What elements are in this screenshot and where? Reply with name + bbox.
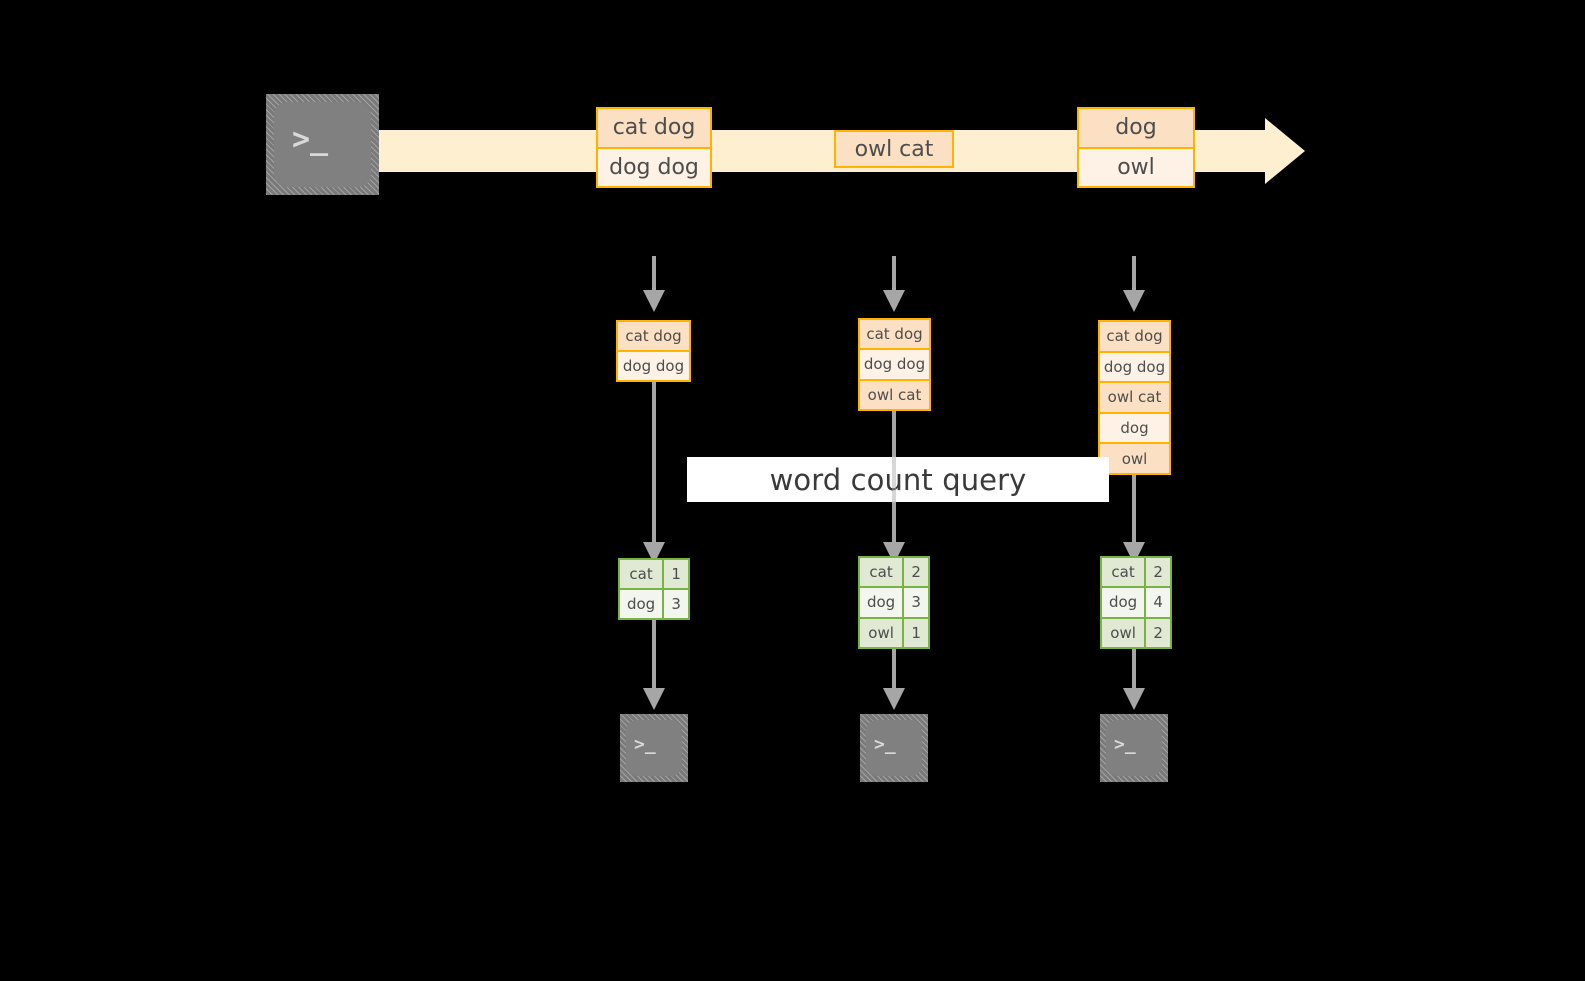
result-word: dog [860, 588, 905, 617]
stream-record-2: owl cat [834, 130, 954, 168]
result-count: 2 [1153, 623, 1163, 642]
stream-arrow-head [1265, 118, 1305, 184]
result-word: owl [1102, 618, 1147, 647]
snapshot-row: dog dog [618, 352, 689, 380]
result-word: dog [620, 590, 665, 618]
result-count: 2 [911, 563, 921, 582]
stream-record-1: cat dog dog dog [596, 107, 712, 188]
result-word: owl [860, 618, 905, 647]
query-connector-3 [1132, 475, 1136, 542]
terminal-prompt: >_ [634, 734, 656, 755]
result-count: 2 [1153, 563, 1163, 582]
dashed-connector-1-head [643, 290, 665, 312]
result-row: dog 4 [1102, 588, 1170, 619]
result-table-2: cat 2 dog 3 owl 1 [858, 556, 930, 649]
result-row: owl 2 [1102, 618, 1170, 647]
sink-connector-2 [892, 649, 896, 690]
sink-terminal-1: >_ [620, 714, 688, 782]
terminal-screen [1106, 720, 1162, 776]
query-connector-2-overlay [892, 457, 896, 502]
snapshot-row: cat dog [860, 320, 929, 351]
stream-record-row: owl [1079, 148, 1193, 186]
result-word: cat [860, 558, 905, 587]
result-row: cat 2 [1102, 558, 1170, 589]
dashed-connector-3-head [1123, 290, 1145, 312]
sink-connector-2-head [883, 688, 905, 710]
sink-terminal-3: >_ [1100, 714, 1168, 782]
stream-record-row: dog dog [598, 148, 710, 186]
result-row: owl 1 [860, 618, 928, 647]
stream-record-row: owl cat [836, 132, 952, 166]
sink-connector-1-head [643, 688, 665, 710]
terminal-screen [626, 720, 682, 776]
stream-record-row: dog [1079, 109, 1193, 149]
dashed-connector-2 [892, 256, 896, 296]
snapshot-row: owl cat [860, 380, 929, 409]
dashed-connector-3 [1132, 256, 1136, 296]
terminal-prompt: >_ [292, 122, 329, 157]
result-count: 1 [671, 565, 681, 583]
result-table-1: cat 1 dog 3 [618, 558, 690, 620]
source-terminal-icon: >_ [266, 94, 379, 195]
result-table-3: cat 2 dog 4 owl 2 [1100, 556, 1172, 649]
dashed-connector-1 [652, 256, 656, 296]
result-word: cat [620, 560, 665, 588]
result-word: cat [1102, 558, 1147, 587]
result-count: 4 [1153, 593, 1163, 612]
snapshot-row: cat dog [618, 322, 689, 352]
sink-connector-1 [652, 620, 656, 690]
result-word: dog [1102, 588, 1147, 617]
snapshot-row: owl [1100, 444, 1169, 473]
result-row: dog 3 [620, 590, 688, 618]
query-connector-1-overlay [652, 457, 656, 502]
stream-record-3: dog owl [1077, 107, 1195, 188]
result-count: 3 [671, 595, 681, 613]
terminal-screen [866, 720, 922, 776]
snapshot-stack-1: cat dog dog dog [616, 320, 691, 382]
terminal-prompt: >_ [1114, 734, 1136, 755]
terminal-prompt: >_ [874, 734, 896, 755]
query-label-text: word count query [769, 462, 1027, 497]
snapshot-row: dog dog [1100, 352, 1169, 384]
result-count: 1 [911, 623, 921, 642]
snapshot-row: cat dog [1100, 322, 1169, 353]
snapshot-row: dog dog [860, 350, 929, 381]
stream-record-row: cat dog [598, 109, 710, 149]
snapshot-stack-2: cat dog dog dog owl cat [858, 318, 931, 411]
query-label-band: word count query [687, 457, 1109, 502]
sink-connector-3 [1132, 649, 1136, 690]
result-count: 3 [911, 593, 921, 612]
sink-connector-3-head [1123, 688, 1145, 710]
sink-terminal-2: >_ [860, 714, 928, 782]
snapshot-row: dog [1100, 413, 1169, 445]
terminal-screen [274, 102, 371, 187]
snapshot-row: owl cat [1100, 383, 1169, 414]
result-row: cat 1 [620, 560, 688, 590]
dashed-connector-2-head [883, 290, 905, 312]
result-row: cat 2 [860, 558, 928, 589]
result-row: dog 3 [860, 588, 928, 619]
snapshot-stack-3: cat dog dog dog owl cat dog owl [1098, 320, 1171, 475]
